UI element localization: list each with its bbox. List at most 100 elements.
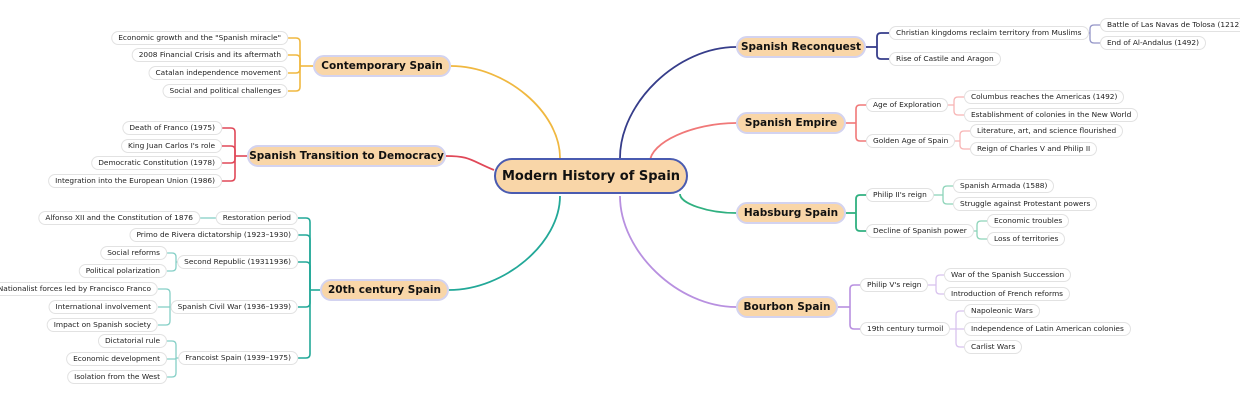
topic-empire[interactable]: Spanish Empire [736,112,846,134]
leaf-20th-century[interactable]: International involvement [48,300,158,314]
leaf-empire[interactable]: Columbus reaches the Americas (1492) [964,90,1125,104]
connector [167,262,177,272]
leaf-empire[interactable]: Reign of Charles V and Philip II [970,142,1098,156]
leaf-habsburg[interactable]: Spanish Armada (1588) [953,179,1055,193]
connector [158,288,171,307]
subtopic-20th-century[interactable]: Spanish Civil War (1936–1939) [170,300,298,314]
connector [942,185,953,195]
leaf-20th-century[interactable]: Social reforms [100,246,167,260]
topic-bourbon[interactable]: Bourbon Spain [736,296,838,318]
subtopic-transition[interactable]: Democratic Constitution (1978) [91,156,222,170]
leaf-20th-century[interactable]: Isolation from the West [67,370,167,384]
leaf-20th-century[interactable]: Political polarization [78,264,167,278]
leaf-habsburg[interactable]: Economic troubles [987,214,1070,228]
connector [953,96,964,105]
topic-transition[interactable]: Spanish Transition to Democracy [247,145,446,167]
subtopic-contemporary[interactable]: Economic growth and the "Spanish miracle… [111,31,288,45]
branch-transition [445,155,495,171]
branch-contemporary [450,65,561,159]
topic-habsburg[interactable]: Habsburg Spain [736,202,846,224]
branch-reconquest [619,46,737,159]
branch-habsburg [679,193,737,214]
leaf-bourbon[interactable]: Napoleonic Wars [964,304,1040,318]
connector [167,252,177,262]
subtopic-bourbon[interactable]: 19th century turmoil [860,322,951,336]
subtopic-empire[interactable]: Age of Exploration [866,98,949,112]
subtopic-bourbon[interactable]: Philip V's reign [860,278,929,292]
connector [855,123,866,142]
connector [849,284,860,307]
connector [167,358,177,378]
subtopic-contemporary[interactable]: Catalan independence movement [148,66,288,80]
subtopic-habsburg[interactable]: Philip II's reign [866,188,934,202]
connector [959,130,970,141]
subtopic-empire[interactable]: Golden Age of Spain [866,134,956,148]
topic-reconquest[interactable]: Spanish Reconquest [736,36,866,58]
leaf-empire[interactable]: Establishment of colonies in the New Wor… [964,108,1139,122]
connector [855,194,866,213]
root-topic[interactable]: Modern History of Spain [494,158,688,194]
connector [976,220,987,231]
connector [953,105,964,116]
subtopic-transition[interactable]: Integration into the European Union (198… [48,174,222,188]
connector [935,285,944,295]
topic-contemporary[interactable]: Contemporary Spain [313,55,451,77]
branch-twentieth [448,195,561,291]
connector [298,290,311,359]
topic-twentieth[interactable]: 20th century Spain [320,279,449,301]
subtopic-20th-century[interactable]: Second Republic (19311936) [177,255,298,269]
connector [222,156,236,164]
connector [288,66,301,74]
subtopic-transition[interactable]: King Juan Carlos I's role [121,139,222,153]
connector [876,47,889,60]
subtopic-reconquest[interactable]: Christian kingdoms reclaim territory fro… [889,26,1089,40]
leaf-20th-century[interactable]: Dictatorial rule [97,334,167,348]
leaf-empire[interactable]: Literature, art, and science flourished [970,124,1124,138]
connector [955,329,964,348]
connector [935,274,944,285]
subtopic-contemporary[interactable]: 2008 Financial Crisis and its aftermath [131,48,288,62]
subtopic-transition[interactable]: Death of Franco (1975) [122,121,222,135]
connector [955,310,964,329]
leaf-reconquest[interactable]: Battle of Las Navas de Tolosa (1212) [1100,18,1240,32]
leaf-20th-century[interactable]: Impact on Spanish society [46,318,158,332]
connector [959,141,970,150]
leaf-bourbon[interactable]: War of the Spanish Succession [944,268,1072,282]
leaf-reconquest[interactable]: End of Al-Andalus (1492) [1100,36,1206,50]
subtopic-20th-century[interactable]: Restoration period [215,211,298,225]
connector [298,234,311,290]
subtopic-habsburg[interactable]: Decline of Spanish power [866,224,974,238]
leaf-habsburg[interactable]: Loss of territories [987,232,1066,246]
connector [288,54,301,66]
connector [942,195,953,205]
connector [1089,24,1100,33]
leaf-20th-century[interactable]: Alfonso XII and the Constitution of 1876 [38,211,200,225]
leaf-bourbon[interactable]: Introduction of French reforms [944,287,1070,301]
connector [167,340,177,358]
subtopic-reconquest[interactable]: Rise of Castile and Aragon [889,52,1001,66]
connector [298,217,311,290]
connector [288,37,301,66]
connector [855,213,866,232]
connector [222,145,236,156]
branch-empire [649,122,737,163]
connector [298,290,311,308]
connector [1089,33,1100,44]
leaf-habsburg[interactable]: Struggle against Protestant powers [953,197,1098,211]
leaf-bourbon[interactable]: Independence of Latin American colonies [964,322,1131,336]
connector [158,307,171,326]
connector [167,357,177,360]
connector [849,307,860,330]
leaf-20th-century[interactable]: Nationalist forces led by Francisco Fran… [0,282,158,296]
subtopic-20th-century[interactable]: Primo de Rivera dictatorship (1923–1930) [129,228,298,242]
leaf-bourbon[interactable]: Carlist Wars [964,340,1023,354]
branch-bourbon [619,195,737,308]
connector [876,32,889,47]
connector [976,231,987,240]
subtopic-contemporary[interactable]: Social and political challenges [162,84,288,98]
leaf-20th-century[interactable]: Economic development [66,352,167,366]
connector [855,104,866,123]
subtopic-20th-century[interactable]: Francoist Spain (1939–1975) [178,351,298,365]
